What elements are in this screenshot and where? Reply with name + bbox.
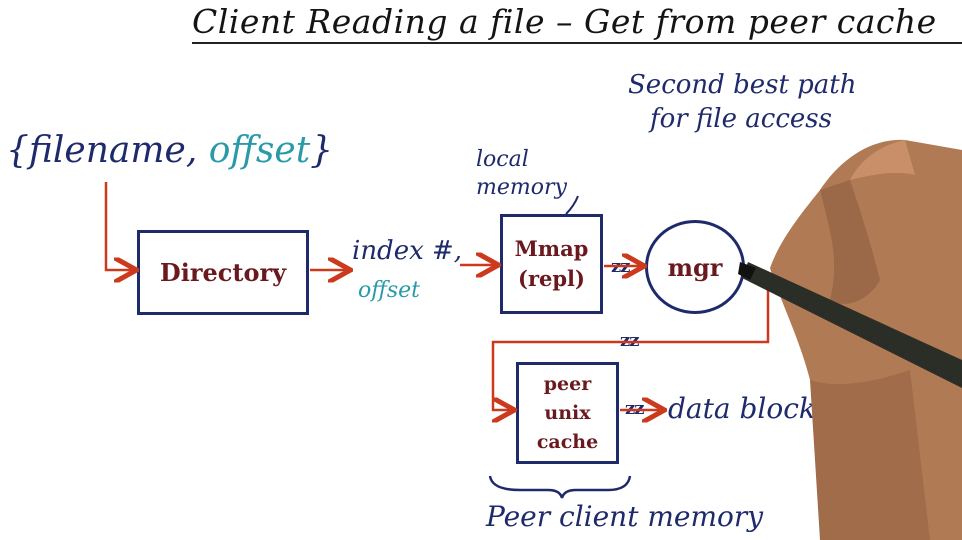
mmap-label-line-2: (repl) [518,266,585,291]
zz-mark-peer-data: zz [625,398,644,419]
mmap-box: Mmap (repl) [500,214,603,314]
mmap-label-line-1: Mmap [514,236,589,261]
second-best-line-1: Second best path [628,70,857,100]
close-brace: } [310,130,334,171]
peer-client-memory-label: Peer client memory [486,500,764,533]
local-memory-pointer [565,195,579,215]
peer-unix-cache-box: peer unix cache [516,362,619,464]
diagram-title: Client Reading a file – Get from peer ca… [192,2,937,41]
directory-box: Directory [137,230,309,315]
index-label: index #, [352,236,463,266]
arrow-mgr-to-peer [491,290,770,410]
peer-memory-brace [488,475,632,499]
peer-label-line-1: peer [543,372,592,395]
title-underline [192,42,962,44]
second-best-note: Second best path for file access [628,68,857,136]
open-brace: { [6,130,29,171]
filename-label: filename, [28,130,198,171]
local-memory-line-2: memory [476,175,567,200]
local-memory-line-1: local [476,147,529,172]
peer-label-line-2: unix [544,401,591,424]
data-block-label: data block [668,392,816,425]
second-best-line-2: for file access [650,104,832,134]
request-tuple: {filename, offset} [6,130,333,171]
offset-label: offset [208,130,311,171]
mgr-label: mgr [667,252,723,282]
local-memory-note: local memory [476,146,567,202]
zz-mark-mgr-peer: zz [620,330,639,351]
offset-label-2: offset [358,278,420,303]
directory-label: Directory [159,258,287,287]
peer-label-line-3: cache [536,430,599,453]
arrow-filename-to-directory [104,182,134,270]
